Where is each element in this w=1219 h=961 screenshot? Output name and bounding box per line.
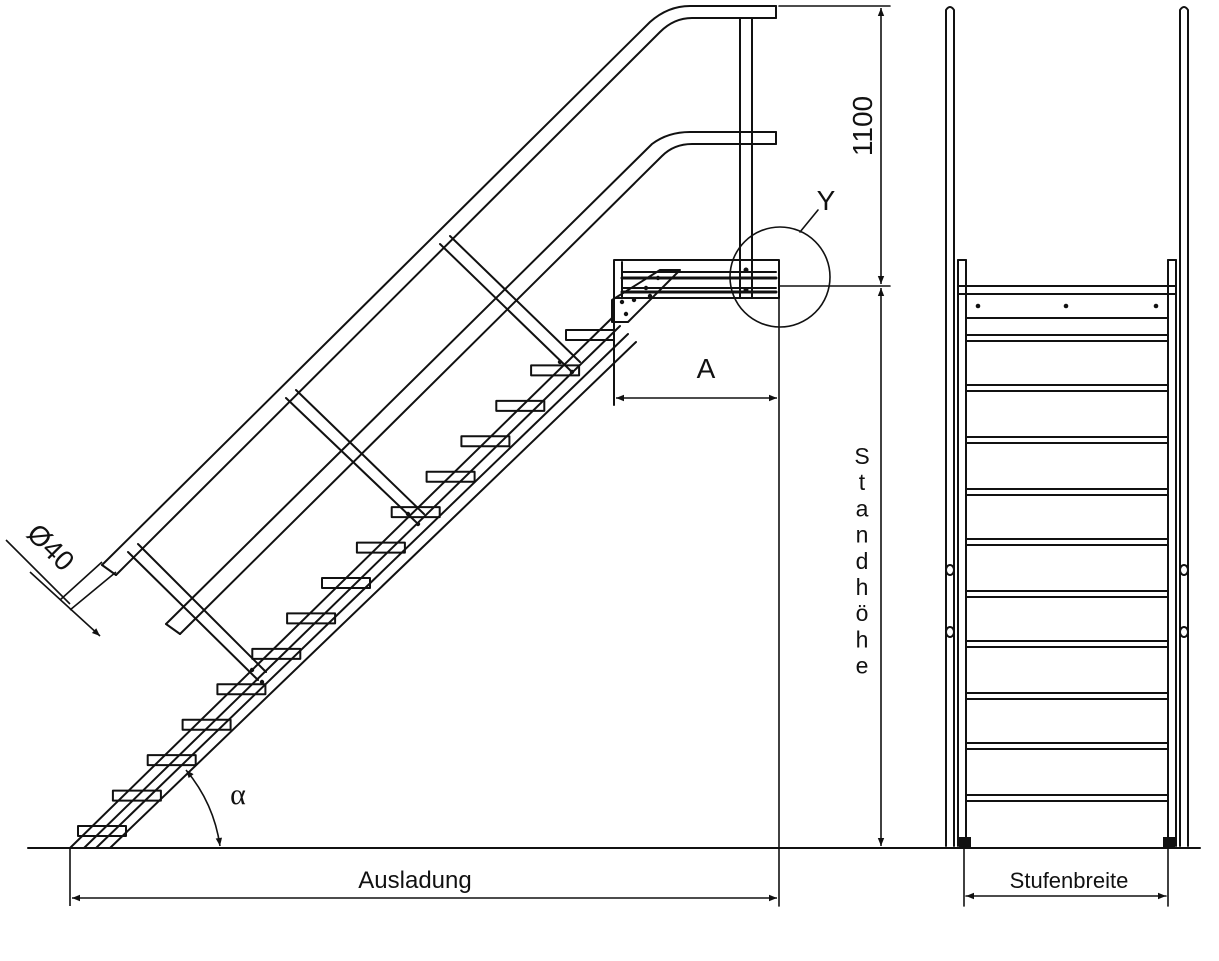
front-stringer-right [1167,259,1177,847]
knee-rail [165,131,777,635]
front-handrail-left [945,6,955,847]
platform [613,259,780,406]
dim-ausladung-label: Ausladung [358,867,471,894]
handrail-outer [101,5,777,576]
dimensions [5,8,885,906]
standhoehe-letter: t [859,469,866,495]
step-tread [321,577,371,589]
rail-posts [127,235,581,685]
dim-stufenbreite-label: Stufenbreite [1010,868,1129,893]
step-tread [111,789,162,802]
standhoehe-letter: S [854,443,869,469]
standhoehe-letter: a [856,495,869,521]
standhoehe-letter: d [856,548,869,574]
dim-diameter-label: Ø40 [21,518,80,577]
stringer [69,317,637,849]
step-tread [286,612,337,625]
angle-label: α [230,778,246,811]
standhoehe-letter: h [856,626,869,652]
standhoehe-letter: e [856,653,869,679]
step-tread [355,541,406,554]
front-bolts [945,564,1189,638]
platform-post [739,17,753,299]
step-tread [460,435,511,448]
standhoehe-letter: ö [856,600,869,626]
front-view [945,6,1189,907]
step-tread [251,647,302,660]
standhoehe-letter: h [856,574,869,600]
dim-a-label: A [697,353,716,384]
steps [77,329,615,837]
step-tread [530,364,581,377]
front-steps [965,334,1169,802]
step-tread [181,718,232,731]
step-tread [216,683,267,696]
front-stringer-left [957,259,967,847]
step-tread [77,825,127,837]
dim-diameter-line [29,571,101,637]
angle-arc [185,769,223,847]
standhoehe-letter: n [856,522,869,548]
detail-y-callout [729,209,831,328]
side-view [27,5,1201,907]
detail-y-label: Y [817,185,836,216]
step-tread [146,754,197,767]
connection-plate [611,269,681,323]
step-tread [495,399,546,412]
front-handrail-right [1179,6,1189,847]
front-platform [957,285,1177,319]
dim-1100-label: 1100 [847,96,878,156]
step-tread [425,470,476,483]
